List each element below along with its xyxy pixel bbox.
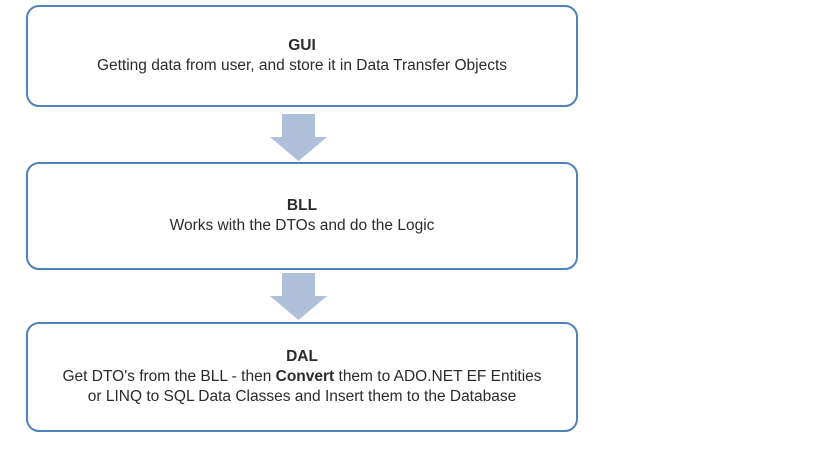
- layer-title: GUI: [288, 37, 316, 54]
- layer-title: DAL: [286, 348, 318, 365]
- down-arrow-icon: [270, 114, 327, 161]
- layer-description: Getting data from user, and store it in …: [96, 57, 508, 74]
- layer-description-line1: Get DTO's from the BLL - then Convert th…: [62, 367, 541, 387]
- layer-title: BLL: [286, 197, 318, 214]
- description-segment-bold: Convert: [275, 368, 335, 385]
- description-segment: them to ADO.NET EF Entities: [334, 368, 542, 385]
- layer-box-bll: BLL Works with the DTOs and do the Logic: [26, 162, 578, 270]
- layer-description-line2: or LINQ to SQL Data Classes and Insert t…: [87, 388, 517, 405]
- layer-box-gui: GUI Getting data from user, and store it…: [26, 5, 578, 107]
- layer-box-dal: DAL Get DTO's from the BLL - then Conver…: [26, 322, 578, 432]
- layer-description: Works with the DTOs and do the Logic: [169, 217, 435, 234]
- description-segment: Get DTO's from the BLL - then: [62, 368, 276, 385]
- down-arrow-icon: [270, 273, 327, 320]
